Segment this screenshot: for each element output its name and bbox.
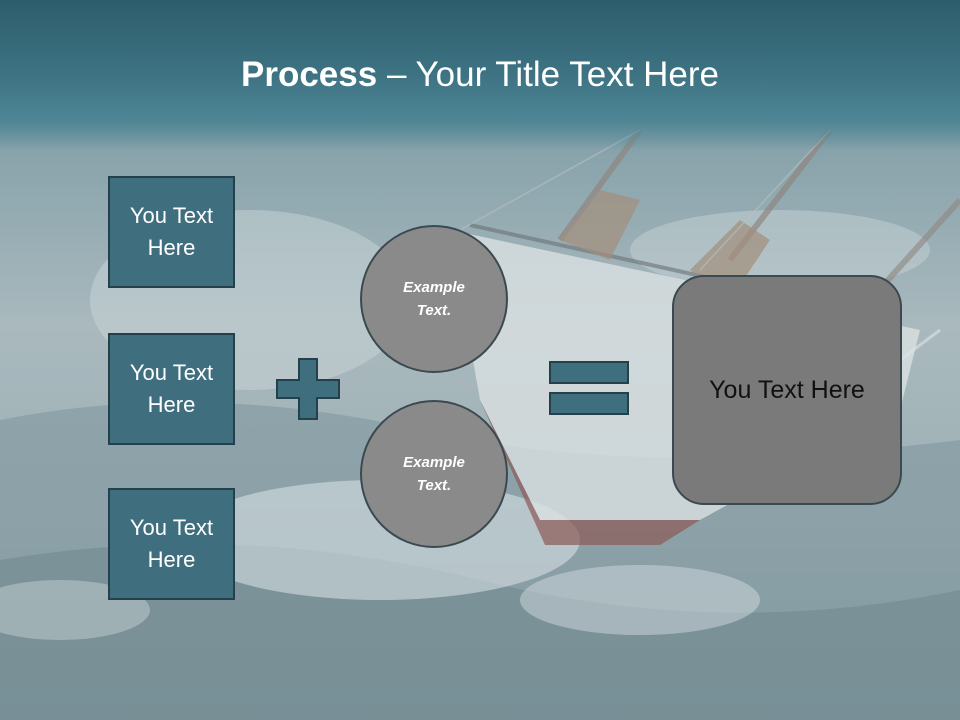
input-box-label: You Text Here bbox=[129, 515, 214, 572]
example-circle-label: Example Text. bbox=[403, 454, 465, 494]
header-band bbox=[0, 0, 960, 150]
input-box-1: You Text Here bbox=[108, 176, 235, 288]
title-rest: – Your Title Text Here bbox=[377, 55, 719, 94]
plus-icon bbox=[276, 358, 340, 420]
example-circle-2: Example Text. bbox=[360, 400, 508, 548]
equals-icon bbox=[549, 361, 629, 415]
input-box-2: You Text Here bbox=[108, 333, 235, 445]
title-bold: Process bbox=[241, 55, 378, 94]
input-box-label: You Text Here bbox=[129, 360, 214, 417]
input-box-label: You Text Here bbox=[129, 203, 214, 260]
example-circle-1: Example Text. bbox=[360, 225, 508, 373]
input-box-3: You Text Here bbox=[108, 488, 235, 600]
result-box: You Text Here bbox=[672, 275, 902, 505]
slide-title: Process – Your Title Text Here bbox=[0, 50, 960, 100]
result-label: You Text Here bbox=[709, 376, 865, 404]
example-circle-label: Example Text. bbox=[403, 279, 465, 319]
